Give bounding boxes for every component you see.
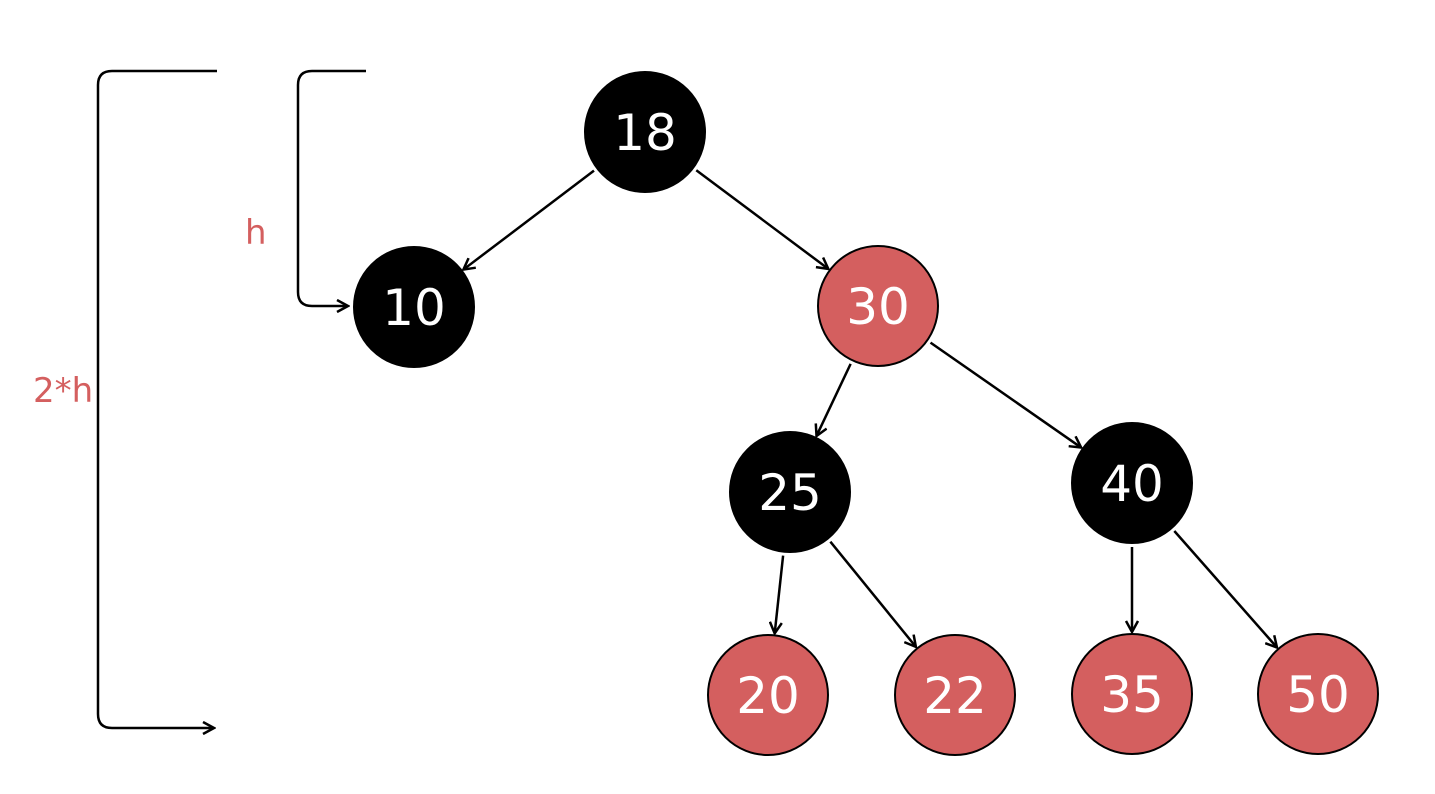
node-circle-red <box>1257 633 1379 755</box>
tree-node: 50 <box>1257 633 1379 755</box>
tree-node: 18 <box>584 71 706 193</box>
edge-n30-n25 <box>817 363 852 436</box>
node-circle-red <box>707 634 829 756</box>
node-value: 22 <box>923 667 987 725</box>
edge-n30-n40 <box>929 341 1082 448</box>
node-circle-black <box>584 71 706 193</box>
node-value: 20 <box>736 667 800 725</box>
node-value: 25 <box>758 464 822 522</box>
tree-node: 20 <box>707 634 829 756</box>
node-circle-black <box>1071 422 1193 544</box>
edge-n25-n20 <box>775 555 785 634</box>
tree-node: 22 <box>894 634 1016 756</box>
long-height-label: 2*h <box>33 371 93 411</box>
node-value: 35 <box>1100 666 1164 724</box>
tree-edges <box>463 169 1277 647</box>
edge-n18-n30 <box>695 169 828 269</box>
short-height-bracket <box>296 69 366 306</box>
edge-n18-n10 <box>463 169 595 270</box>
node-circle-red <box>817 245 939 367</box>
node-value: 18 <box>613 104 677 162</box>
node-value: 10 <box>382 279 446 337</box>
edge-n25-n22 <box>829 540 916 647</box>
tree-node: 30 <box>817 245 939 367</box>
node-value: 30 <box>846 278 910 336</box>
tree-node: 25 <box>729 431 851 553</box>
edge-n40-n50 <box>1173 530 1277 647</box>
tree-node: 40 <box>1071 422 1193 544</box>
node-circle-red <box>1071 633 1193 755</box>
tree-node: 10 <box>353 246 475 368</box>
node-value: 40 <box>1100 455 1164 513</box>
node-circle-black <box>353 246 475 368</box>
long-height-bracket <box>96 69 217 728</box>
node-circle-red <box>894 634 1016 756</box>
node-value: 50 <box>1286 666 1350 724</box>
tree-nodes: 18 10 30 25 40 20 22 35 50 <box>353 71 1379 756</box>
tree-node: 35 <box>1071 633 1193 755</box>
short-height-label: h <box>245 213 267 253</box>
node-circle-black <box>729 431 851 553</box>
